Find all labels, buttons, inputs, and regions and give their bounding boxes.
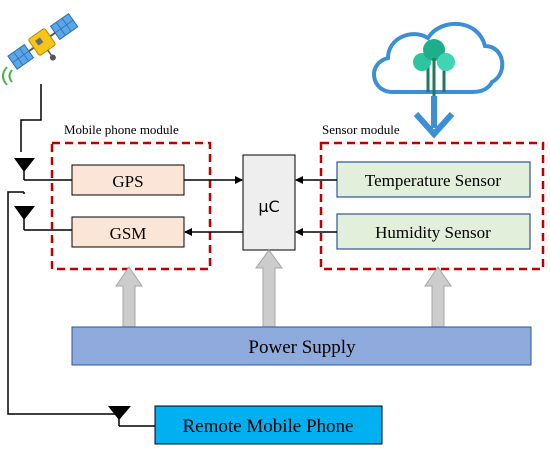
gps-label: GPS [112, 172, 143, 191]
power-supply-block [71, 326, 532, 366]
satellite-antenna-line [20, 84, 42, 152]
mobile-module-group [50, 141, 212, 271]
gps-block [71, 164, 185, 196]
signal-icon [2, 66, 13, 86]
sensor-module-group [319, 141, 545, 271]
remote-mobile-phone-label: Remote Mobile Phone [183, 416, 354, 437]
remote-mobile-phone-block [154, 405, 383, 445]
power-arrow-sensor [424, 266, 452, 328]
power-supply-label: Power Supply [248, 337, 356, 358]
power-arrow-mobile [115, 266, 143, 328]
humidity-sensor-block [336, 213, 531, 250]
remote-link-line [7, 191, 120, 415]
temperature-sensor-label: Temperature Sensor [365, 171, 502, 190]
sensor-module-label: Sensor module [322, 122, 400, 137]
humidity-sensor-label: Humidity Sensor [375, 223, 491, 242]
microcontroller-label: μC [258, 197, 279, 216]
power-arrow-uc [255, 249, 283, 328]
gsm-block [71, 216, 185, 248]
satellite-icon [7, 12, 79, 70]
gsm-label: GSM [110, 224, 147, 243]
microcontroller-block [242, 154, 296, 251]
mobile-module-label: Mobile phone module [64, 122, 179, 137]
cloud-tree-icon [372, 22, 505, 139]
